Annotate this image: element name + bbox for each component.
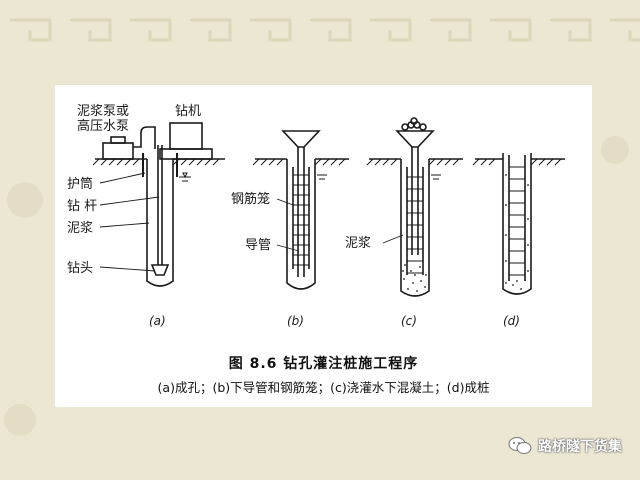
sublabel-d: (d) (503, 314, 520, 328)
stage-c-drawing (366, 117, 463, 297)
figure-caption-description: (a)成孔；(b)下导管和钢筋笼；(c)浇灌水下混凝土；(d)成桩 (157, 380, 490, 395)
figure-caption-title: 图 8.6 钻孔灌注桩施工程序 (228, 356, 419, 372)
label-casing: 护筒 (67, 176, 93, 192)
stage-c-concrete (402, 264, 427, 292)
stage-a-drawing (92, 122, 225, 287)
watermark: 路桥隧下货集 (508, 434, 622, 458)
label-cage: 钢筋笼 (231, 191, 270, 207)
chat-bubble-icon (508, 437, 532, 454)
watermark-text: 路桥隧下货集 (538, 439, 622, 455)
stage-d-drawing (472, 153, 565, 295)
stage-b-drawing (252, 130, 349, 290)
label-mud-c: 泥浆 (345, 236, 371, 251)
label-rod: 钻 杆 (67, 199, 97, 214)
label-pump: 泥浆泵或 (77, 104, 129, 119)
stage-d-concrete (505, 174, 529, 290)
sublabel-b: (b) (287, 314, 304, 328)
figure-card: 泥浆泵或 高压水泵 钻机 护筒 钻 杆 泥浆 钻头 钢筋笼 导管 泥浆 (a) … (55, 85, 592, 407)
label-tremie: 导管 (245, 238, 271, 253)
sublabel-a: (a) (149, 314, 166, 328)
label-bit: 钻头 (67, 261, 93, 276)
label-rig: 钻机 (175, 104, 201, 119)
label-mud: 泥浆 (67, 221, 93, 236)
sublabel-c: (c) (401, 314, 417, 328)
bored-pile-diagram: 泥浆泵或 高压水泵 钻机 护筒 钻 杆 泥浆 钻头 钢筋笼 导管 泥浆 (a) … (67, 104, 565, 328)
label-pump-2: 高压水泵 (77, 118, 129, 134)
